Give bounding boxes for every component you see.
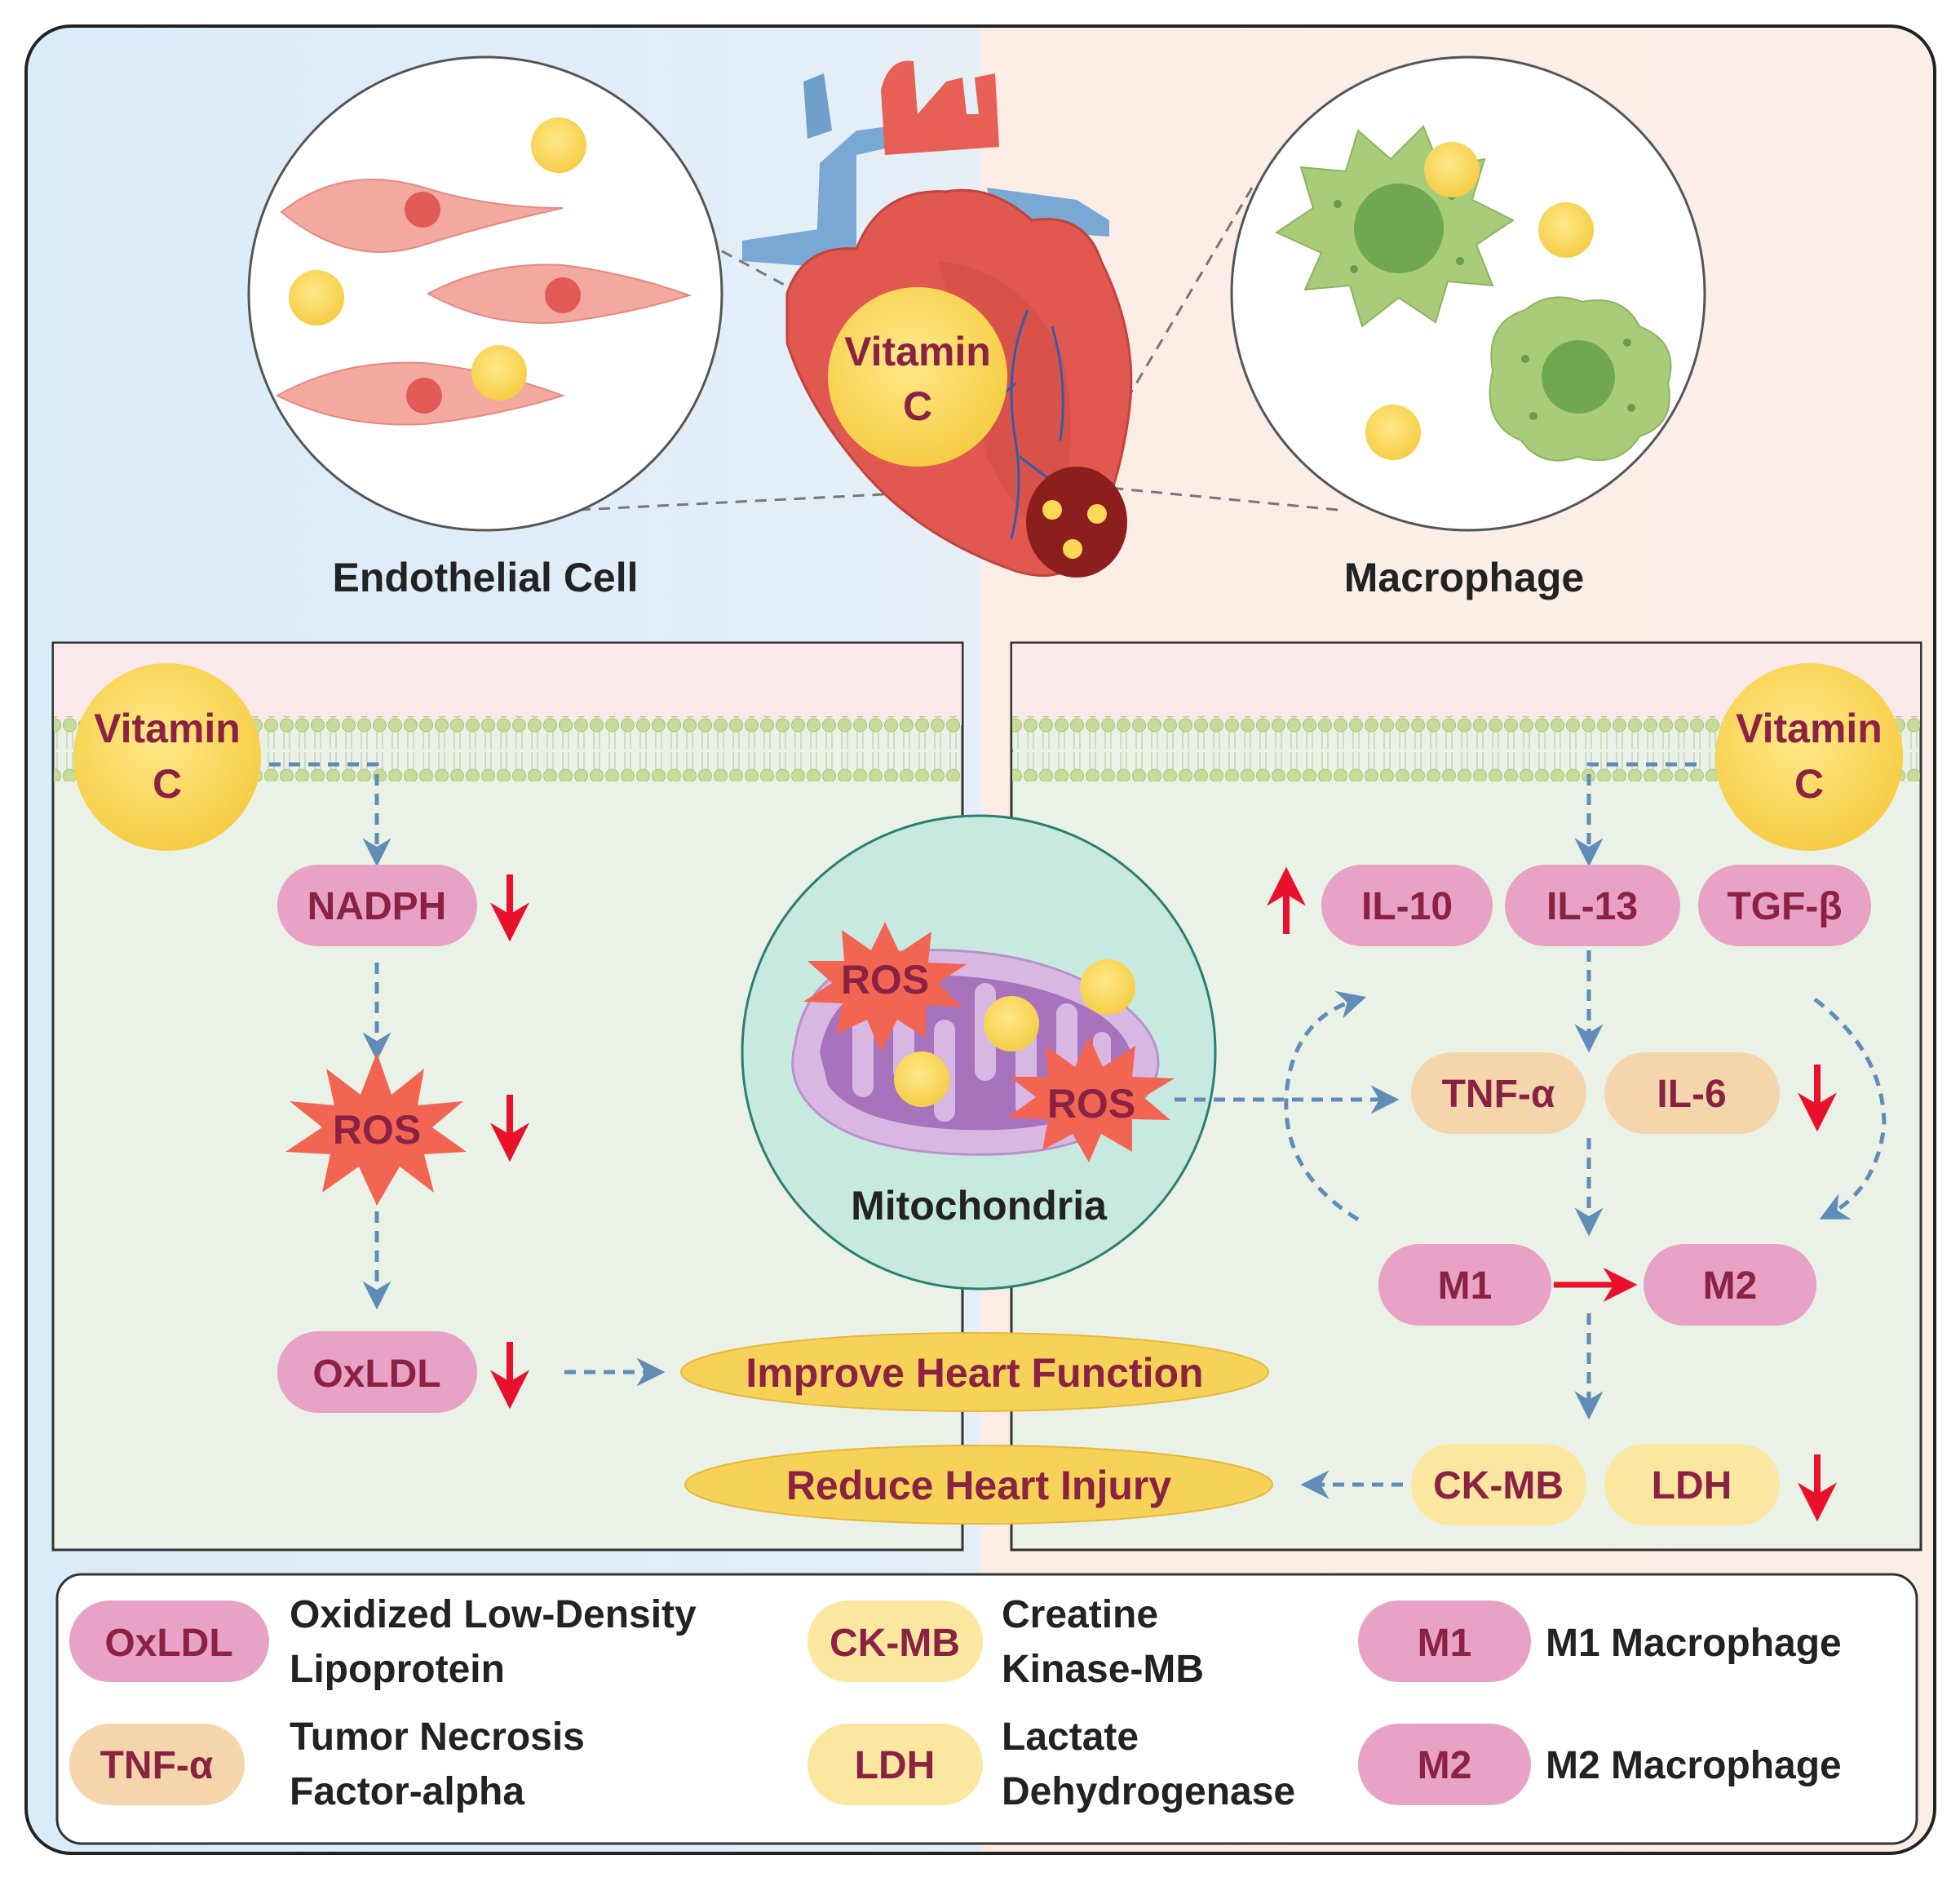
vitamin-c-particle bbox=[894, 1051, 949, 1107]
svg-text:TGF-β: TGF-β bbox=[1727, 885, 1842, 928]
legend-item-ckmb: CK-MB Creatine Kinase-MB bbox=[807, 1593, 1204, 1691]
ckmb-pill: CK-MB bbox=[1411, 1444, 1586, 1525]
heart-vitamin-c-label: Vitamin bbox=[844, 329, 991, 374]
left-vitamin-c-label: C bbox=[153, 761, 182, 807]
svg-text:M2: M2 bbox=[1418, 1744, 1472, 1787]
left-vitamin-c-label: Vitamin bbox=[94, 706, 241, 751]
improve-heart-function-pill: Improve Heart Function bbox=[680, 1332, 1269, 1412]
heart-vitamin-c bbox=[828, 287, 1007, 467]
svg-text:M1: M1 bbox=[1418, 1622, 1472, 1665]
svg-text:OxLDL: OxLDL bbox=[104, 1622, 232, 1665]
svg-text:NADPH: NADPH bbox=[307, 885, 447, 928]
right-blue-arrows bbox=[1175, 762, 1887, 1499]
vitamin-c-particle bbox=[1538, 202, 1594, 258]
aorta-arch bbox=[881, 60, 999, 155]
svg-text:CK-MB: CK-MB bbox=[830, 1622, 960, 1665]
reduce-heart-injury-pill: Reduce Heart Injury bbox=[684, 1445, 1273, 1525]
svg-text:OxLDL: OxLDL bbox=[312, 1352, 440, 1396]
macrophage-label: Macrophage bbox=[1344, 555, 1585, 600]
legend-item-ldh: LDH Lactate Dehydrogenase bbox=[807, 1715, 1295, 1813]
vitamin-c-particle bbox=[1080, 959, 1135, 1015]
left-blue-arrows bbox=[269, 762, 666, 1387]
endothelial-cell-illustration bbox=[247, 55, 723, 532]
right-vitamin-c-label: C bbox=[1794, 761, 1824, 807]
left-ros-burst: ROS bbox=[285, 1052, 467, 1206]
svg-text:Creatine: Creatine bbox=[1002, 1593, 1158, 1636]
svg-text:M1 Macrophage: M1 Macrophage bbox=[1546, 1622, 1842, 1665]
svg-text:IL-6: IL-6 bbox=[1657, 1073, 1726, 1116]
svg-text:ROS: ROS bbox=[333, 1107, 421, 1153]
endothelial-cell-shape bbox=[280, 179, 564, 253]
svg-text:M2 Macrophage: M2 Macrophage bbox=[1546, 1744, 1842, 1787]
m2-pill: M2 bbox=[1644, 1244, 1816, 1326]
svg-text:Kinase-MB: Kinase-MB bbox=[1002, 1648, 1204, 1691]
heart-vitamin-c-label: C bbox=[903, 383, 932, 429]
svg-text:Factor-alpha: Factor-alpha bbox=[290, 1770, 524, 1813]
il6-pill: IL-6 bbox=[1604, 1052, 1780, 1134]
tgfb-pill: TGF-β bbox=[1698, 865, 1871, 946]
legend-item-oxldl: OxLDL Oxidized Low-Density Lipoprotein bbox=[69, 1593, 697, 1691]
aorta-vessel bbox=[803, 73, 832, 139]
heart-illustration: Vitamin C bbox=[742, 60, 1133, 578]
macrophage-illustration bbox=[1230, 55, 1706, 532]
svg-text:TNF-α: TNF-α bbox=[100, 1744, 214, 1787]
oxldl-pill: OxLDL bbox=[277, 1331, 477, 1413]
svg-text:Reduce Heart Injury: Reduce Heart Injury bbox=[786, 1463, 1172, 1508]
vena-cava bbox=[816, 122, 946, 269]
ldh-pill: LDH bbox=[1604, 1444, 1780, 1525]
vitamin-c-particle bbox=[289, 270, 344, 325]
il13-pill: IL-13 bbox=[1505, 865, 1680, 946]
legend-item-m2: M2 M2 Macrophage bbox=[1358, 1724, 1842, 1805]
nadph-pill: NADPH bbox=[277, 865, 477, 946]
svg-text:IL-13: IL-13 bbox=[1546, 885, 1638, 928]
legend-item-tnfa: TNF-α Tumor Necrosis Factor-alpha bbox=[69, 1715, 585, 1813]
vitamin-c-particle bbox=[471, 345, 527, 401]
mitochondria-circle: ROS ROS Mitochondria bbox=[741, 814, 1217, 1290]
legend-item-m1: M1 M1 Macrophage bbox=[1358, 1600, 1842, 1682]
right-vitamin-c-label: Vitamin bbox=[1736, 706, 1883, 751]
mitochondria-label: Mitochondria bbox=[851, 1183, 1108, 1228]
svg-text:M1: M1 bbox=[1438, 1264, 1493, 1308]
left-vitamin-c bbox=[73, 663, 261, 851]
endothelial-cell-label: Endothelial Cell bbox=[332, 555, 638, 600]
svg-text:LDH: LDH bbox=[1652, 1464, 1732, 1507]
svg-text:M2: M2 bbox=[1703, 1264, 1758, 1308]
il10-pill: IL-10 bbox=[1321, 865, 1493, 946]
svg-text:ROS: ROS bbox=[841, 957, 929, 1003]
macrophage-cell-round bbox=[1489, 296, 1672, 462]
endothelial-cell-shape bbox=[426, 263, 692, 324]
right-vitamin-c bbox=[1715, 663, 1903, 851]
vitamin-c-particle bbox=[1424, 142, 1480, 197]
svg-text:IL-10: IL-10 bbox=[1361, 885, 1453, 928]
vitamin-c-particle bbox=[1365, 405, 1421, 460]
vitamin-c-particle bbox=[984, 996, 1039, 1051]
mito-ros-burst-top: ROS bbox=[803, 922, 967, 1052]
svg-text:Tumor Necrosis: Tumor Necrosis bbox=[290, 1715, 585, 1759]
svg-text:TNF-α: TNF-α bbox=[1442, 1073, 1555, 1116]
svg-text:CK-MB: CK-MB bbox=[1433, 1464, 1564, 1507]
svg-text:ROS: ROS bbox=[1047, 1081, 1135, 1127]
legend: OxLDL Oxidized Low-Density Lipoprotein T… bbox=[55, 1573, 1918, 1845]
svg-text:Oxidized Low-Density: Oxidized Low-Density bbox=[290, 1593, 697, 1636]
svg-text:Improve Heart Function: Improve Heart Function bbox=[746, 1350, 1203, 1396]
svg-text:Dehydrogenase: Dehydrogenase bbox=[1002, 1770, 1295, 1813]
svg-text:Lactate: Lactate bbox=[1002, 1715, 1139, 1759]
vitamin-c-particle bbox=[531, 117, 586, 173]
tnfa-pill: TNF-α bbox=[1411, 1052, 1586, 1134]
svg-text:Lipoprotein: Lipoprotein bbox=[290, 1648, 505, 1691]
svg-text:LDH: LDH bbox=[855, 1744, 936, 1787]
mito-ros-burst-bottom: ROS bbox=[1007, 1036, 1175, 1162]
m1-pill: M1 bbox=[1378, 1244, 1551, 1326]
infarct-region bbox=[1026, 467, 1127, 578]
